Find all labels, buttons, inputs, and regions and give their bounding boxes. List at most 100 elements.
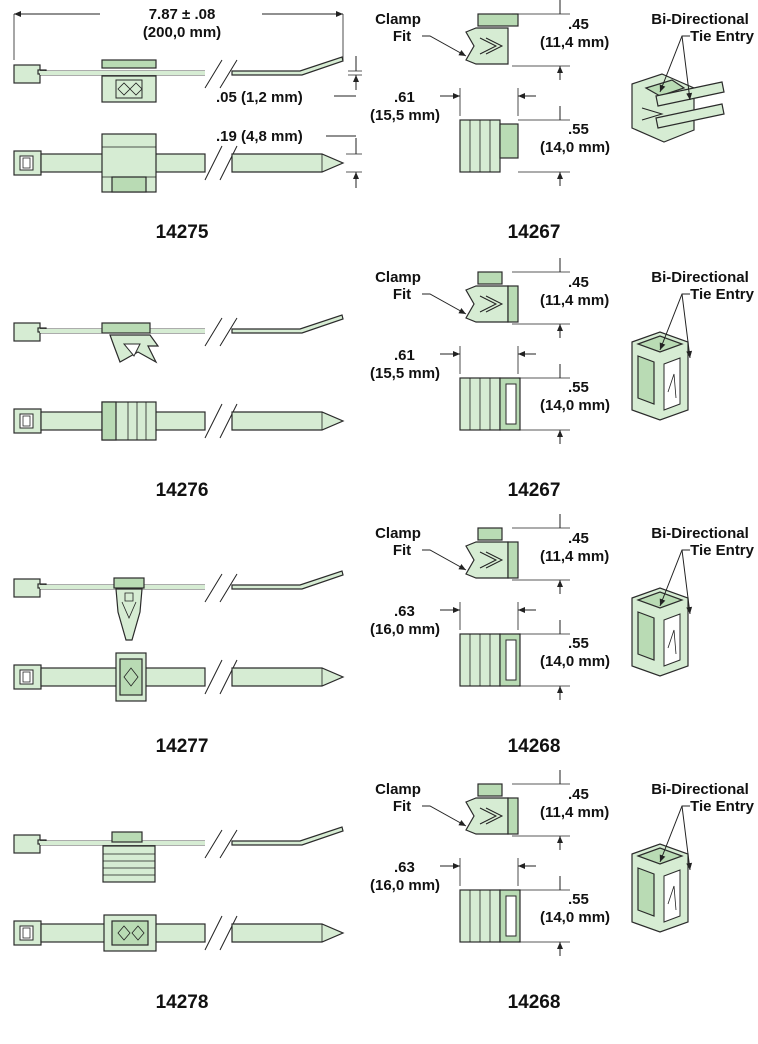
clip-part-number: 14267: [508, 222, 561, 243]
tie-entry-label: Tie Entry: [690, 28, 755, 45]
mount-insert: [119, 658, 143, 696]
tie-head: [13, 322, 41, 342]
fit-label: Fit: [393, 798, 411, 815]
dim-b: .61: [394, 347, 415, 364]
thickness-ext: [348, 70, 362, 76]
dim-b: .61: [394, 89, 415, 106]
clamp-label: Clamp: [375, 269, 421, 286]
dim-ext-b: [459, 346, 519, 374]
iso-slot: [663, 613, 681, 667]
clip-part-number: 14268: [508, 992, 561, 1013]
dim-ext-b: [459, 858, 519, 886]
clip-front-slot: [505, 383, 517, 425]
iso-face: [637, 867, 655, 917]
dim-b-mm: (16,0 mm): [370, 877, 440, 894]
dim-a-mm: (11,4 mm): [540, 34, 609, 51]
mount-foot: [111, 176, 147, 193]
clamp-label: Clamp: [375, 781, 421, 798]
break-mark: [204, 659, 238, 695]
clamp-leader: [422, 293, 467, 315]
clip-side-plate: [507, 541, 519, 579]
mount-cap: [113, 577, 145, 589]
tie-tail: [231, 826, 344, 846]
mount-top: [101, 59, 157, 69]
mount-line: [102, 146, 156, 178]
entry-leader-2: [681, 805, 693, 871]
dim-a-mm: (11,4 mm): [540, 804, 609, 821]
bidirectional-label: Bi-Directional: [651, 11, 749, 28]
tie-strap-fill: [40, 71, 205, 75]
tie-tail: [231, 570, 344, 590]
dim-a: .45: [568, 530, 589, 547]
clamp-label: Clamp: [375, 525, 421, 542]
clip-chevron: [479, 551, 498, 569]
mount-cap: [101, 322, 151, 334]
clip-chevron: [479, 37, 498, 55]
iso-strap-2: [655, 103, 725, 129]
clip-top: [477, 527, 503, 541]
tie-pawl: [22, 415, 31, 427]
entry-leader-2: [681, 293, 693, 359]
tie-part-number: 14278: [156, 992, 209, 1013]
clip-chevron: [479, 807, 498, 825]
clip-chevron-2: [485, 37, 504, 55]
width-dim: .19 (4,8 mm): [216, 128, 303, 145]
tie-entry-label: Tie Entry: [690, 542, 755, 559]
mount-diamond: [123, 667, 139, 687]
clamp-label: Clamp: [375, 11, 421, 28]
break-mark: [204, 145, 238, 181]
iso-latch: [667, 629, 677, 655]
dim-b-mm: (16,0 mm): [370, 621, 440, 638]
thickness-dim: .05 (1,2 mm): [216, 89, 303, 106]
dim-c: .55: [568, 121, 589, 138]
entry-leader-2: [681, 35, 693, 101]
clamp-leader: [422, 35, 467, 57]
tie-tip: [231, 153, 345, 173]
clip-body: [465, 541, 509, 579]
iso-chevron: [641, 107, 664, 121]
tie-head: [13, 64, 41, 84]
iso-latch: [667, 373, 677, 399]
mount-clip-slot: [121, 601, 137, 619]
tie-part-number: 14275: [156, 222, 209, 243]
tie-head: [13, 578, 41, 598]
dim-c-mm: (14,0 mm): [540, 139, 610, 156]
iso-face: [637, 355, 655, 405]
length-dim-mm: (200,0 mm): [143, 24, 221, 41]
break-mark: [204, 59, 238, 89]
clip-part-number: 14267: [508, 480, 561, 501]
clip-front-tab: [499, 123, 519, 159]
mount-flange: [101, 401, 117, 441]
clip-chevron-2: [485, 551, 504, 569]
iso-face: [637, 611, 655, 661]
clip-part-number: 14268: [508, 736, 561, 757]
clip-front-slot: [505, 639, 517, 681]
fit-label: Fit: [393, 286, 411, 303]
iso-slot: [663, 357, 681, 411]
dim-ext-b: [459, 88, 519, 116]
clip-body: [465, 285, 509, 323]
tie-tail: [231, 56, 344, 76]
dim-c-mm: (14,0 mm): [540, 397, 610, 414]
bidirectional-label: Bi-Directional: [651, 525, 749, 542]
dim-b: .63: [394, 603, 415, 620]
clip-front-slot: [505, 895, 517, 937]
entry-leader-2: [681, 549, 693, 615]
dim-c: .55: [568, 891, 589, 908]
mount-diamond: [117, 925, 145, 941]
tie-tail: [231, 314, 344, 334]
dim-c-mm: (14,0 mm): [540, 653, 610, 670]
length-ext: [13, 14, 344, 60]
tie-entry-label: Tie Entry: [690, 286, 755, 303]
dim-a: .45: [568, 274, 589, 291]
fit-label: Fit: [393, 28, 411, 45]
clip-top: [477, 783, 503, 797]
tie-entry-label: Tie Entry: [690, 798, 755, 815]
mount-cap: [111, 831, 143, 843]
dim-c: .55: [568, 379, 589, 396]
clamp-leader: [422, 549, 467, 571]
clip-body: [465, 797, 509, 835]
